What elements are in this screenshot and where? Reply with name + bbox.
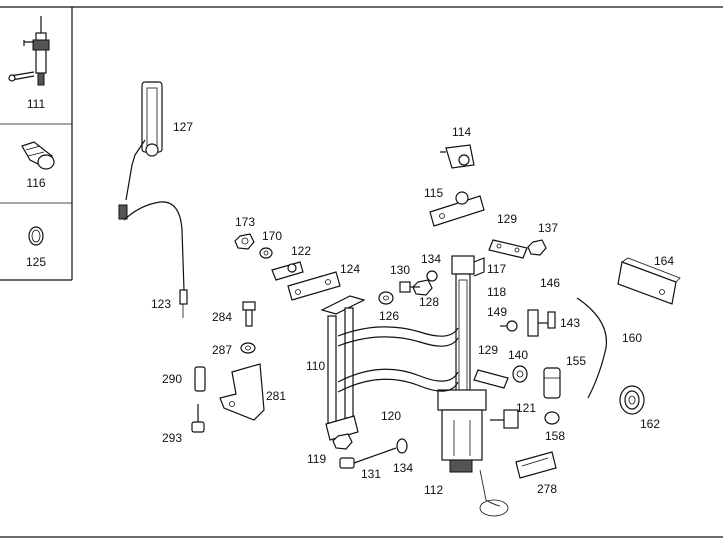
cap-icon [21,141,55,170]
sidebar-label: 111 [27,97,46,111]
callout-110: 110 [306,359,325,373]
part-121-connector [490,409,519,429]
callout-114: 114 [452,125,471,139]
part-278-clamp [515,451,557,479]
sidebar-label: 116 [26,176,45,190]
callout-117: 117 [487,262,506,276]
part-129-strap-lower [473,369,509,389]
part-164-block [617,257,681,305]
callout-287: 287 [212,343,232,357]
part-134-washer-lower [396,438,408,454]
diagram-frame [0,6,723,538]
part-122-bolt [271,261,304,281]
callout-164: 164 [654,254,674,268]
part-124-plate [287,271,341,301]
callout-162: 162 [640,417,660,431]
callout-173: 173 [235,215,255,229]
part-126-washer [378,291,394,305]
part-149-screw [500,320,518,332]
part-287-washer [240,342,256,354]
callout-281: 281 [266,389,286,403]
part-114-clip [440,144,475,169]
callout-123: 123 [151,297,171,311]
callout-130: 130 [390,263,410,277]
part-134-washer [426,270,438,282]
callout-170: 170 [262,229,282,243]
sidebar-part-116[interactable]: 116 [21,141,55,190]
part-146-bracket [527,309,548,337]
callout-119: 119 [307,452,326,466]
callout-118: 118 [487,285,506,299]
callout-155: 155 [566,354,586,368]
sidebar-part-125[interactable]: 125 [26,226,46,269]
part-120-hoses [337,326,459,393]
part-119-nut [332,433,353,450]
thermostat-rod-icon [8,16,50,86]
callout-149: 149 [487,305,507,319]
part-281-bracket [219,363,265,421]
part-140-grommet [512,365,528,383]
callout-112: 112 [424,483,443,497]
part-293-screw [191,404,205,433]
part-143-clip [547,311,556,329]
callout-146: 146 [540,276,560,290]
callout-127: 127 [173,120,193,134]
part-158-washer [544,411,560,425]
callout-120: 120 [381,409,401,423]
part-173-nut [234,233,255,250]
callout-137: 137 [538,221,558,235]
part-130-bolt [399,281,420,293]
part-160-rod [576,297,608,399]
part-170-washer [259,247,273,259]
callout-278: 278 [537,482,557,496]
part-162-pulley [619,385,645,415]
callout-129: 129 [497,212,517,226]
part-137-nut [527,239,547,256]
sidebar-label: 125 [26,255,46,269]
part-127-lever [118,81,188,318]
part-117-118-column [451,255,485,395]
part-290-spacer [194,366,206,392]
callout-134: 134 [421,252,441,266]
callout-160: 160 [622,331,642,345]
part-284-bolt [242,301,256,327]
callout-115: 115 [424,186,443,200]
sidebar-part-111[interactable]: 111 [8,16,50,111]
callout-128: 128 [419,295,439,309]
callout-290: 290 [162,372,182,386]
callout-143: 143 [560,316,580,330]
callout-134-lower: 134 [393,461,413,475]
callout-129-lower: 129 [478,343,498,357]
part-129-strap [488,239,528,259]
callout-131: 131 [361,467,381,481]
callout-122: 122 [291,244,311,258]
part-131-bolt [339,447,397,469]
callout-124: 124 [340,262,360,276]
callout-126: 126 [379,309,399,323]
callout-284: 284 [212,310,232,324]
part-112-base [437,389,509,517]
part-110-frame [320,295,366,441]
callout-293: 293 [162,431,182,445]
ring-icon [28,226,44,246]
part-115-bracket [429,191,485,227]
callout-158: 158 [545,429,565,443]
part-155-fitting [543,367,561,399]
callout-121: 121 [516,401,536,415]
callout-140: 140 [508,348,528,362]
